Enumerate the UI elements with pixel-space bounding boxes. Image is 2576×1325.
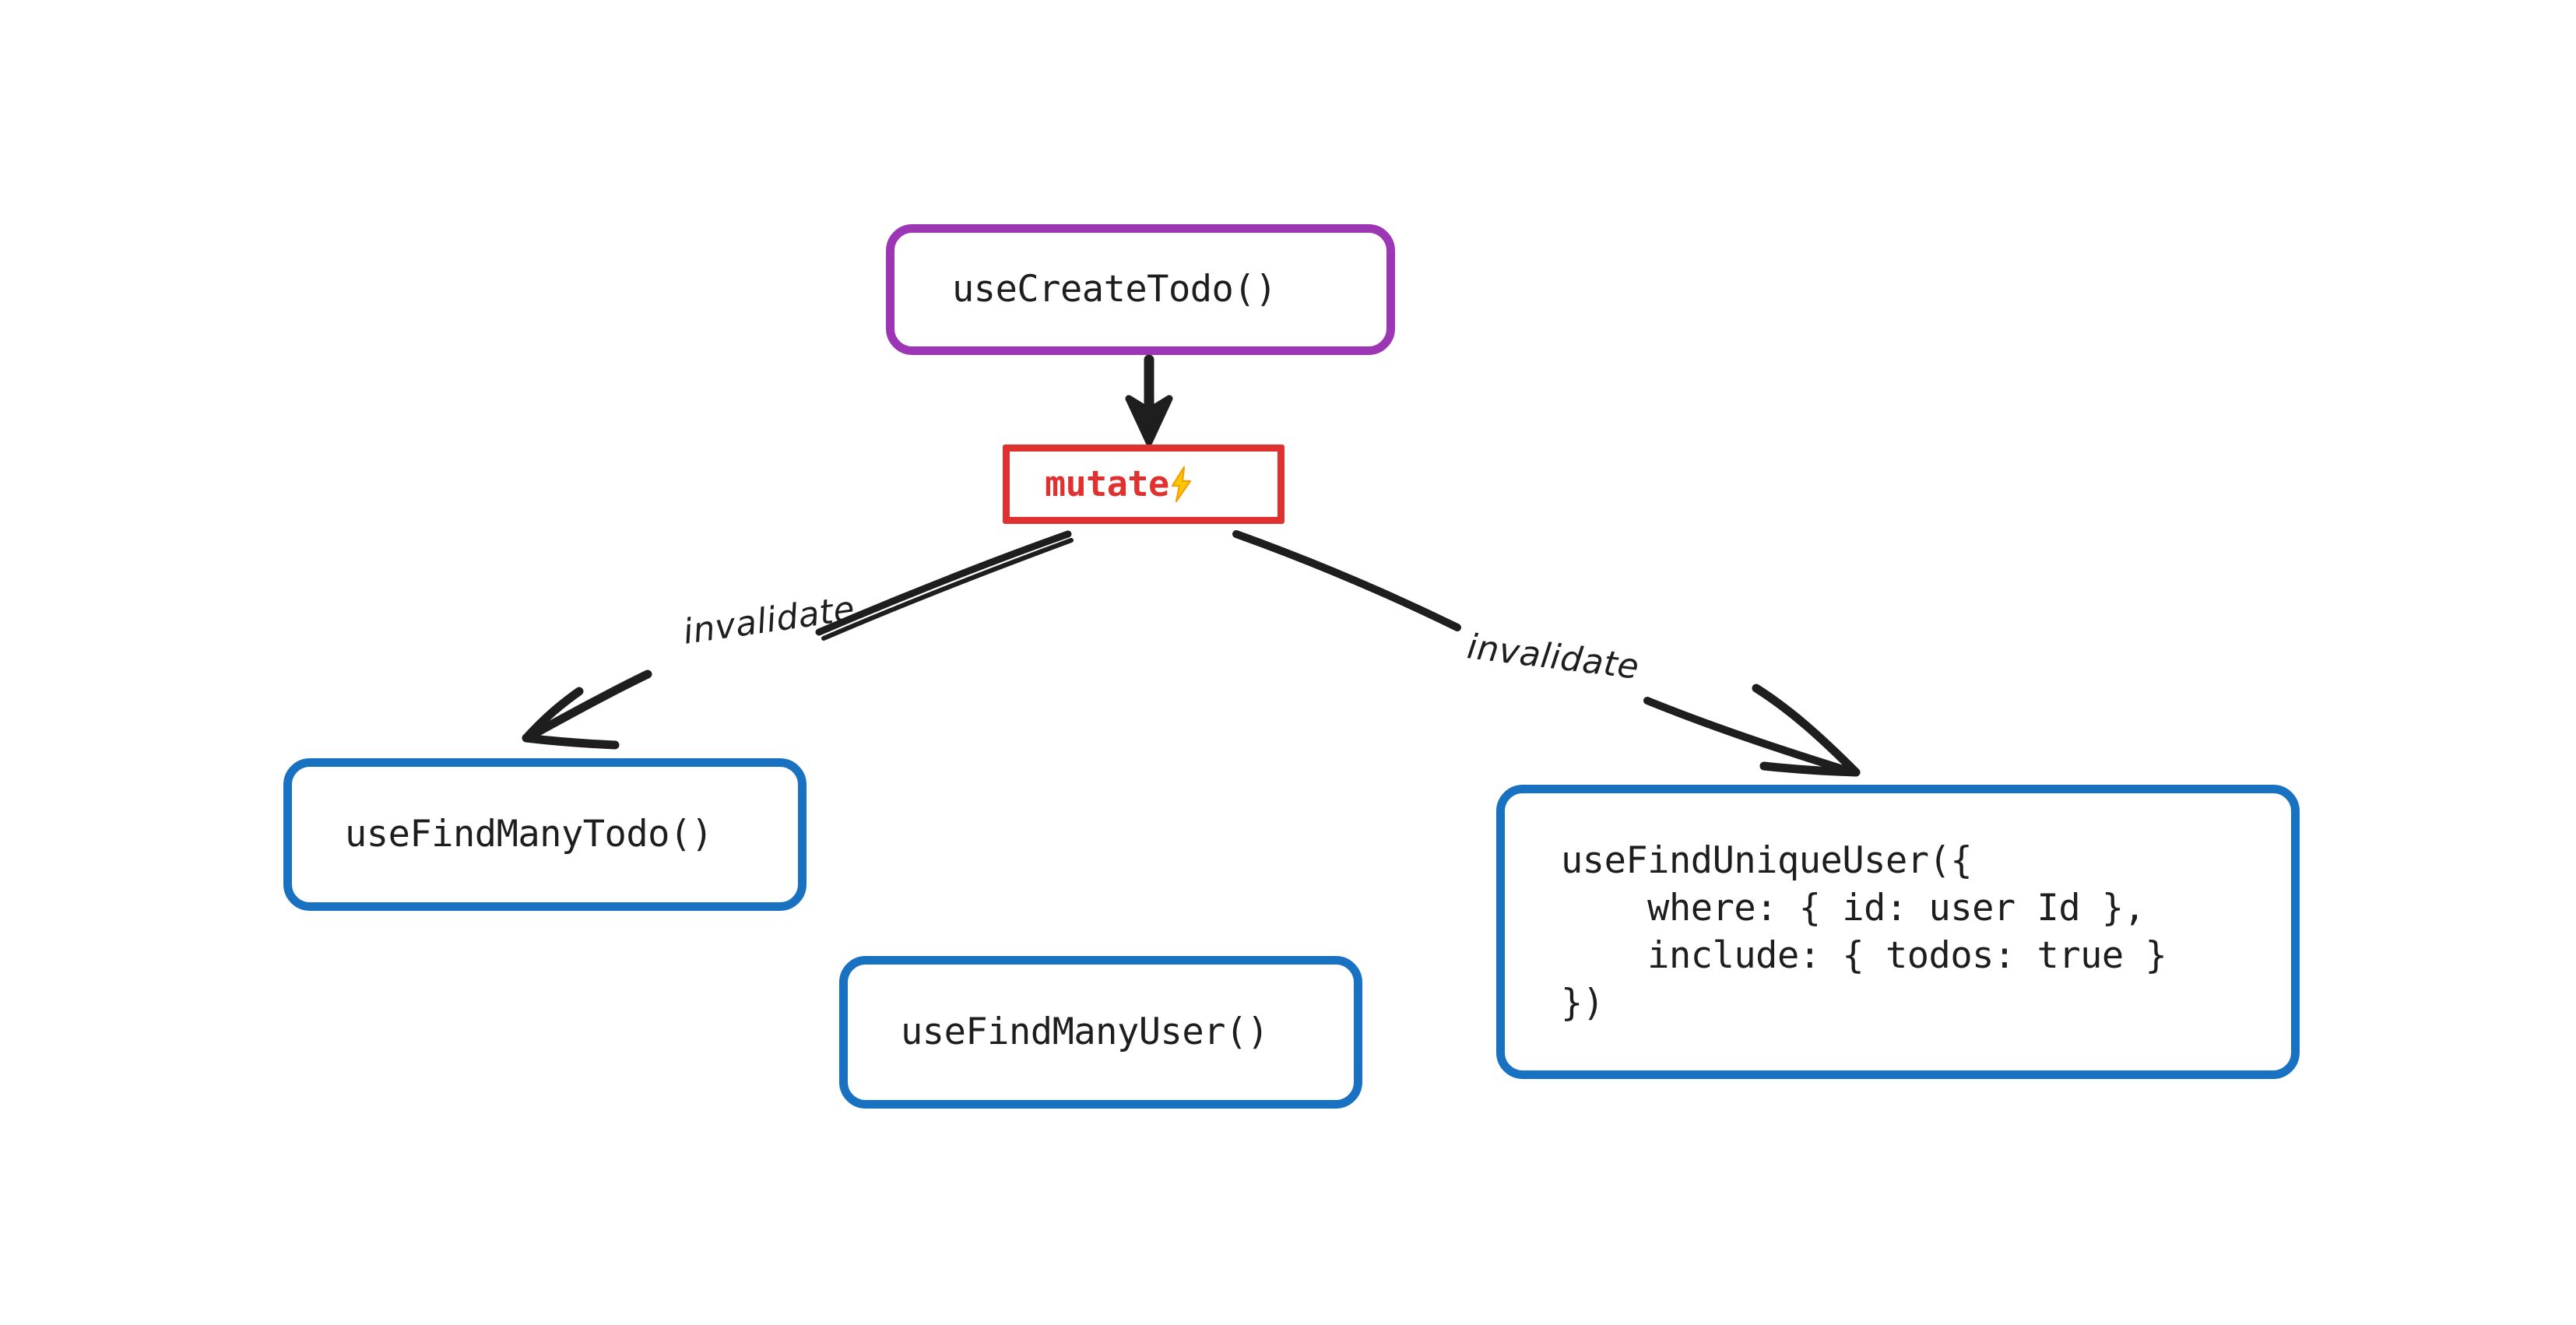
node-label: useFindManyUser() [901, 1010, 1269, 1054]
edge-mutate-to-find-many-todo [522, 530, 1074, 750]
node-use-find-unique-user[interactable]: useFindUniqueUser({ where: { id: user Id… [1496, 785, 2300, 1079]
node-label: useFindManyTodo() [345, 813, 713, 856]
edge-create-to-mutate [1125, 354, 1173, 446]
node-label: mutate [1045, 462, 1169, 504]
node-use-find-many-todo[interactable]: useFindManyTodo() [283, 758, 807, 911]
node-use-find-many-user[interactable]: useFindManyUser() [839, 956, 1362, 1109]
edge-label-invalidate-left: invalidate [680, 589, 858, 652]
node-label: useFindUniqueUser({ where: { id: user Id… [1561, 838, 2167, 1025]
node-label: useCreateTodo() [952, 268, 1277, 311]
node-use-create-todo[interactable]: useCreateTodo() [886, 224, 1395, 355]
lightning-bolt-icon [1169, 466, 1193, 502]
edge-label-invalidate-right: invalidate [1464, 627, 1642, 687]
node-mutate[interactable]: mutate [1003, 445, 1284, 524]
